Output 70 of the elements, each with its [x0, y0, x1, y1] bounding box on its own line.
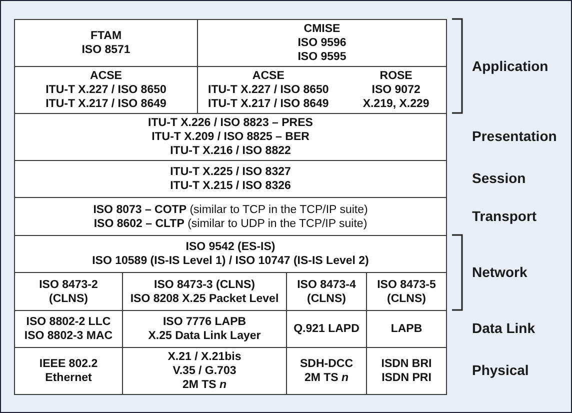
protocol-label: ITU-T X.217 / ISO 8649: [208, 97, 329, 111]
protocol-label: ISO 8473-2 (CLNS): [38, 278, 99, 306]
layer-label: Transport: [472, 206, 537, 226]
protocol-label: ROSE: [380, 69, 412, 83]
table-cell: [366, 272, 447, 311]
table-cell: [197, 66, 447, 114]
protocol-label: ISO 9595: [298, 50, 346, 64]
protocol-label: ITU-T X.215 / ISO 8326: [170, 179, 291, 193]
protocol-label: ISO 8073 – COTP (similar to TCP in the TCP/IP suite): [93, 202, 368, 216]
protocol-label: ITU-T X.227 / ISO 8650: [46, 83, 166, 97]
layer-label: Network: [472, 263, 528, 282]
protocol-label: CMISE: [304, 22, 340, 36]
table-cell: [14, 19, 198, 67]
protocol-label: 2M TS n: [182, 378, 227, 392]
table-cell: [14, 272, 123, 311]
protocol-label: ISDN PRI: [382, 371, 432, 385]
protocol-label: ISO 8473-4 (CLNS): [296, 278, 357, 306]
protocol-label: FTAM: [90, 29, 122, 43]
protocol-label: ISO 8473-3 (CLNS): [154, 278, 255, 292]
protocol-label: V.35 / G.703: [172, 364, 236, 378]
table-cell: [286, 310, 367, 348]
table-cell: [14, 197, 447, 236]
protocol-label: ISO 8802-2 LLC: [26, 315, 111, 329]
protocol-label: ISO 8208 X.25 Packet Level: [130, 292, 279, 306]
protocol-label: Ethernet: [45, 371, 92, 385]
table-cell: [14, 160, 447, 198]
protocol-label: ISO 8802-3 MAC: [24, 329, 113, 343]
protocol-label: Q.921 LAPD: [294, 322, 360, 336]
layer-label: Data Link: [472, 319, 536, 338]
layer-label: Physical: [472, 361, 529, 380]
layer-label: Session: [472, 169, 526, 188]
table-cell: [197, 19, 447, 67]
protocol-label: ITU-T X.217 / ISO 8649: [46, 97, 166, 111]
table-cell: [366, 310, 447, 348]
protocol-label: X.219, X.229: [362, 97, 430, 111]
protocol-label: ITU-T X.227 / ISO 8650: [208, 83, 329, 97]
table-cell: [366, 347, 447, 395]
protocol-label: ISO 10589 (IS-IS Level 1) / ISO 10747 (IS-IS Level 2): [92, 254, 369, 268]
protocol-label: X.25 Data Link Layer: [148, 329, 261, 343]
protocol-label: ISDN BRI: [381, 357, 432, 371]
protocol-label: X.21 / X.21bis: [168, 350, 242, 364]
table-cell: [14, 113, 447, 161]
protocol-label: ISO 8571: [82, 43, 130, 57]
table-cell: [122, 310, 287, 348]
protocol-label: ITU-T X.216 / ISO 8822: [170, 144, 291, 158]
table-cell: [14, 235, 447, 273]
protocol-label: ISO 9596: [298, 36, 346, 50]
protocol-label: ISO 7776 LAPB: [162, 315, 246, 329]
protocol-label: ITU-T X.226 / ISO 8823 – PRES: [148, 116, 313, 130]
protocol-label: IEEE 802.2: [39, 357, 98, 371]
table-cell: [122, 272, 287, 311]
protocol-label: ACSE: [252, 69, 284, 83]
protocol-label: ISO 8473-5 (CLNS): [376, 278, 437, 306]
protocol-label: SDH-DCC: [300, 357, 354, 371]
protocol-label: ISO 8602 – CLTP (similar to UDP in the TCP/IP suite): [94, 216, 368, 230]
protocol-label: ITU-T X.225 / ISO 8327: [170, 165, 291, 179]
table-cell: [14, 347, 123, 395]
table-cell: [286, 347, 367, 395]
layer-label: Presentation: [472, 127, 557, 146]
protocol-label: ISO 9542 (ES-IS): [186, 240, 276, 254]
protocol-label: ISO 9072: [372, 83, 420, 97]
layer-label: Application: [472, 56, 548, 76]
protocol-label: ITU-T X.209 / ISO 8825 – BER: [152, 130, 310, 144]
protocol-label: 2M TS n: [304, 371, 349, 385]
table-cell: [122, 347, 287, 395]
table-cell: [14, 66, 198, 114]
table-cell: [286, 272, 367, 311]
protocol-label: ACSE: [90, 69, 122, 83]
protocol-label: LAPB: [390, 322, 422, 336]
table-cell: [14, 310, 123, 348]
